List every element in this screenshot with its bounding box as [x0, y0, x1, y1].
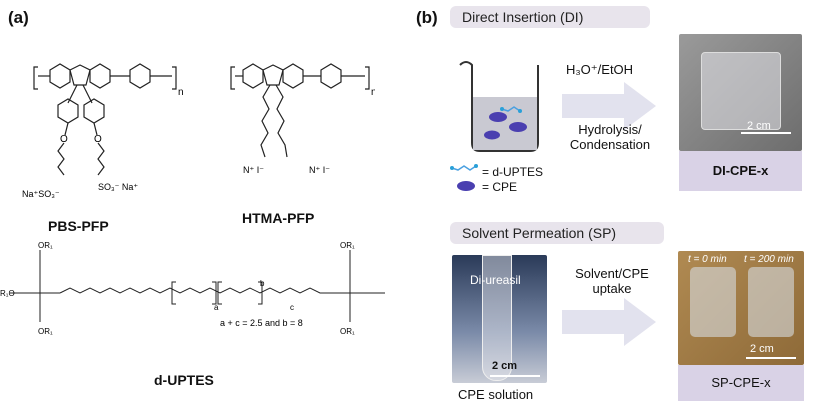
d-uptes-name: d-UPTES: [154, 372, 214, 388]
sp-scale: 2 cm: [750, 343, 774, 355]
svg-text:b: b: [260, 279, 265, 288]
sp-tube-caption: CPE solution: [458, 387, 534, 402]
htma-pfp-name: HTMA-PFP: [242, 210, 315, 226]
di-process-line1: Hydrolysis/: [578, 122, 642, 137]
d-uptes-note: a + c = 2.5 and b = 8: [220, 318, 303, 328]
svg-text:O: O: [94, 134, 102, 145]
di-sample-photo: 2 cm: [679, 34, 802, 151]
sp-tube-scale: 2 cm: [492, 360, 518, 372]
pbs-na-right: SO₃⁻ Na⁺: [98, 182, 138, 192]
sp-process-line1: Solvent/CPE: [575, 266, 649, 281]
panel-a-label: (a): [8, 8, 29, 27]
htma-counter-right: N⁺ I⁻: [309, 165, 330, 175]
htma-pfp-structure: n N⁺ I⁻ N⁺ I⁻: [230, 63, 375, 175]
sp-t200: t = 200 min: [744, 254, 794, 265]
svg-text:c: c: [290, 303, 294, 312]
sp-arrow: [562, 298, 656, 346]
di-scale: 2 cm: [747, 120, 771, 132]
sp-tube-photo: Di-ureasil 2 cm: [452, 255, 547, 383]
sp-tube-label: Di-ureasil: [470, 273, 521, 287]
svg-text:a: a: [214, 303, 219, 312]
svg-text:OR₁: OR₁: [38, 241, 53, 250]
sp-sample-caption: SP-CPE-x: [678, 365, 804, 401]
sp-process-line2: uptake: [592, 281, 632, 296]
sp-t0: t = 0 min: [688, 254, 727, 265]
di-title: Direct Insertion (DI): [450, 6, 650, 28]
svg-text:OR₁: OR₁: [340, 327, 355, 336]
panel-b-label: (b): [416, 8, 438, 27]
legend-cpe: = CPE: [482, 180, 518, 194]
legend-icons: [450, 164, 478, 191]
di-process-line2: Condensation: [569, 137, 651, 152]
di-sample-caption: DI-CPE-x: [679, 151, 802, 191]
htma-counter-left: N⁺ I⁻: [243, 165, 264, 175]
sp-sample-photo: t = 0 min t = 200 min 2 cm: [678, 251, 804, 365]
pbs-na-left: Na⁺SO₃⁻: [22, 189, 60, 199]
svg-text:O: O: [60, 134, 68, 145]
beaker-icon: [459, 61, 539, 152]
htma-n: n: [371, 87, 375, 98]
pbs-pfp-structure: O O n Na⁺SO₃⁻ SO₃⁻ Na⁺: [22, 63, 184, 199]
pbs-n: n: [178, 87, 184, 98]
pbs-pfp-name: PBS-PFP: [48, 218, 109, 234]
sp-title: Solvent Permeation (SP): [450, 222, 664, 244]
legend-dupes: = d-UPTES: [482, 165, 544, 179]
svg-text:OR₁: OR₁: [38, 327, 53, 336]
di-arrow: [562, 82, 656, 130]
d-uptes-structure: OR₁ R₁O OR₁ OR₁ OR₁ a b c a + c = 2.5 an…: [0, 241, 385, 336]
svg-text:R₁O: R₁O: [0, 289, 15, 298]
svg-text:OR₁: OR₁: [340, 241, 355, 250]
di-reagent: H₃O⁺/EtOH: [566, 62, 634, 77]
